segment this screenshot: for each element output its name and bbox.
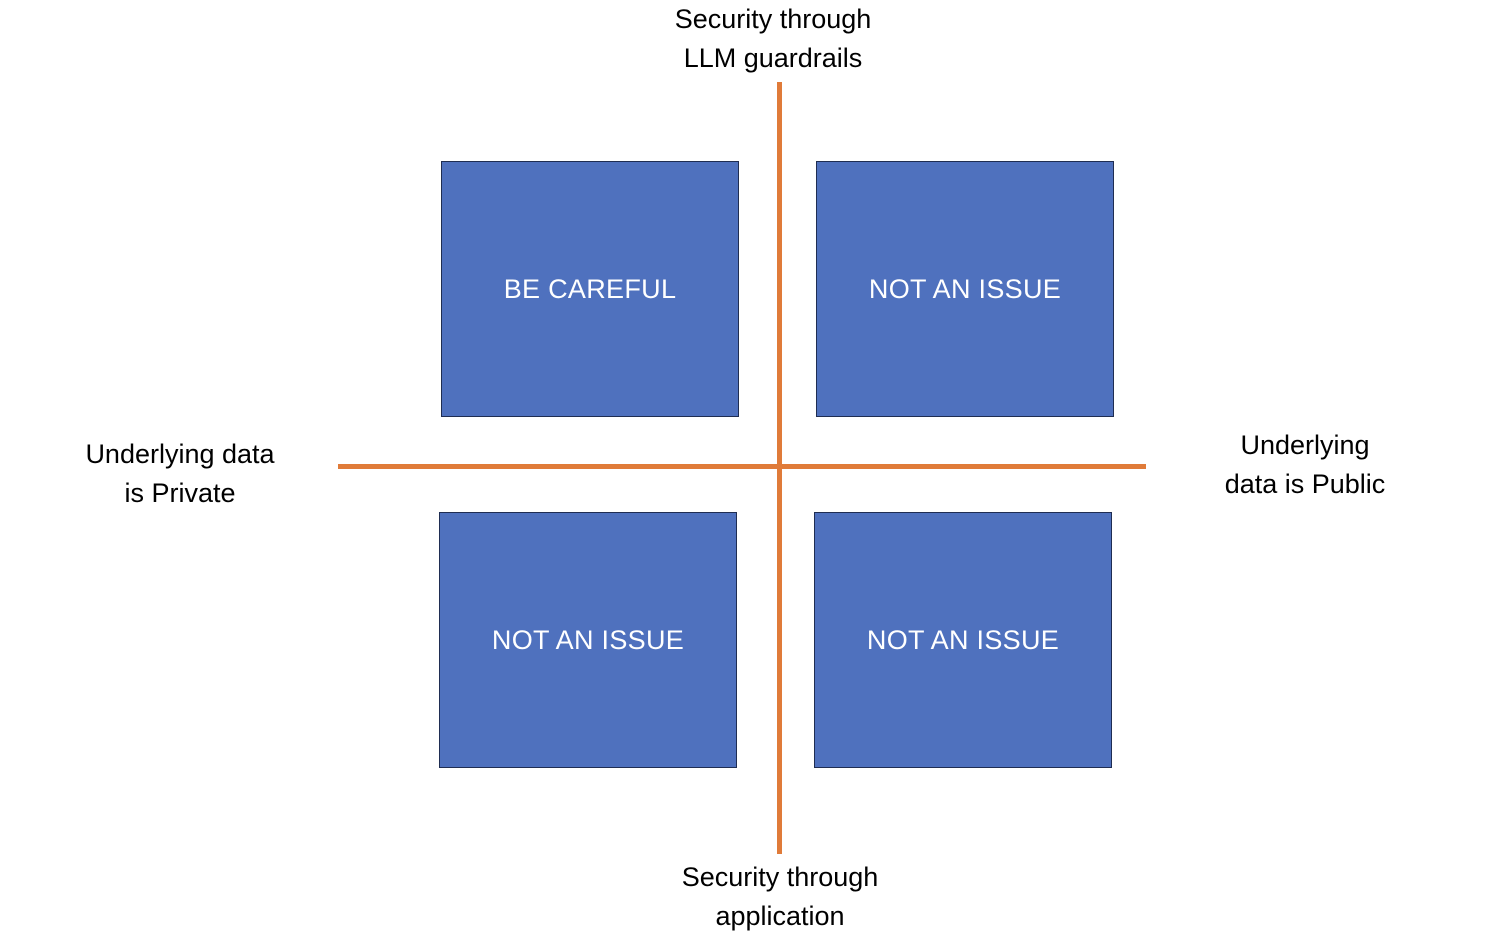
left-axis-label: Underlying data is Private: [30, 435, 330, 513]
bottom-axis-label-line: Security through: [681, 862, 879, 892]
right-axis-label: Underlying data is Public: [1155, 426, 1455, 504]
quadrant-top-right-box: NOT AN ISSUE: [816, 161, 1114, 417]
quadrant-top-right-label: NOT AN ISSUE: [868, 273, 1062, 304]
horizontal-axis-line: [338, 464, 1146, 469]
right-axis-label-line: Underlying: [1240, 430, 1370, 460]
right-axis-label-line: data is Public: [1224, 469, 1386, 499]
left-axis-label-line: Underlying data: [85, 439, 275, 469]
quadrant-bottom-right-label: NOT AN ISSUE: [866, 624, 1060, 655]
quadrant-bottom-right-box: NOT AN ISSUE: [814, 512, 1112, 768]
top-axis-label-line: LLM guardrails: [683, 43, 863, 73]
bottom-axis-label-line: application: [715, 901, 845, 931]
quadrant-bottom-left-box: NOT AN ISSUE: [439, 512, 737, 768]
quadrant-top-left-box: BE CAREFUL: [441, 161, 739, 417]
top-axis-label: Security through LLM guardrails: [613, 0, 933, 78]
left-axis-label-line: is Private: [124, 478, 236, 508]
quadrant-top-left-label: BE CAREFUL: [503, 273, 677, 304]
quadrant-bottom-left-label: NOT AN ISSUE: [491, 624, 685, 655]
top-axis-label-line: Security through: [674, 4, 872, 34]
bottom-axis-label: Security through application: [620, 858, 940, 936]
